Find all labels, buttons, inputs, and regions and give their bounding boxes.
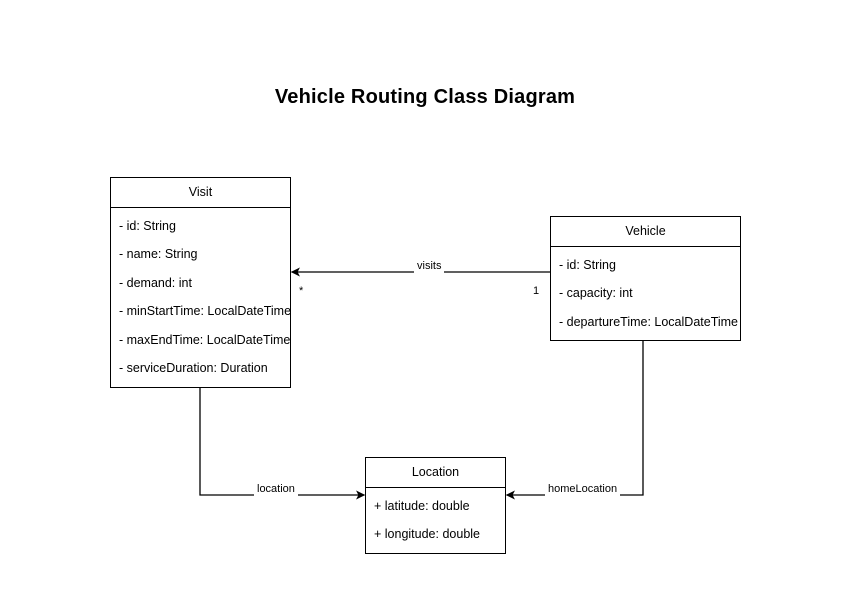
class-attributes-visit: - id: String - name: String - demand: in… [111, 208, 292, 387]
class-attribute: - minStartTime: LocalDateTime [119, 304, 292, 318]
class-box-location[interactable]: Location + latitude: double + longitude:… [365, 457, 506, 554]
class-attribute: - capacity: int [559, 286, 633, 300]
class-name-visit: Visit [111, 178, 290, 208]
page-title: Vehicle Routing Class Diagram [274, 86, 576, 108]
class-attribute: + longitude: double [374, 527, 480, 541]
class-box-vehicle[interactable]: Vehicle - id: String - capacity: int - d… [550, 216, 741, 341]
edge-location [199, 360, 366, 500]
class-attribute: - maxEndTime: LocalDateTime [119, 332, 291, 347]
class-attributes-location: + latitude: double + longitude: double [366, 488, 505, 553]
class-attribute: - demand: int [119, 275, 192, 290]
class-attribute: + latitude: double [374, 498, 470, 513]
edge-home-location [505, 321, 644, 500]
class-attribute: - id: String [559, 257, 616, 272]
multiplicity-vehicle-end: 1 [533, 285, 540, 297]
class-attributes-vehicle: - id: String - capacity: int - departure… [551, 247, 740, 341]
class-name-vehicle: Vehicle [551, 217, 740, 247]
edge-label-home-location: homeLocation [545, 483, 621, 496]
class-box-visit[interactable]: Visit - id: String - name: String - dema… [110, 177, 291, 388]
class-attribute: - id: String [119, 218, 176, 233]
class-attribute: - departureTime: LocalDateTime [559, 314, 739, 329]
class-attribute: - name: String [119, 247, 198, 261]
edge-label-visits: visits [414, 260, 445, 273]
class-attribute: - serviceDuration: Duration [119, 361, 268, 375]
class-name-location: Location [366, 458, 505, 488]
multiplicity-visit-end: * [299, 285, 304, 297]
edge-label-location: location [254, 483, 298, 496]
